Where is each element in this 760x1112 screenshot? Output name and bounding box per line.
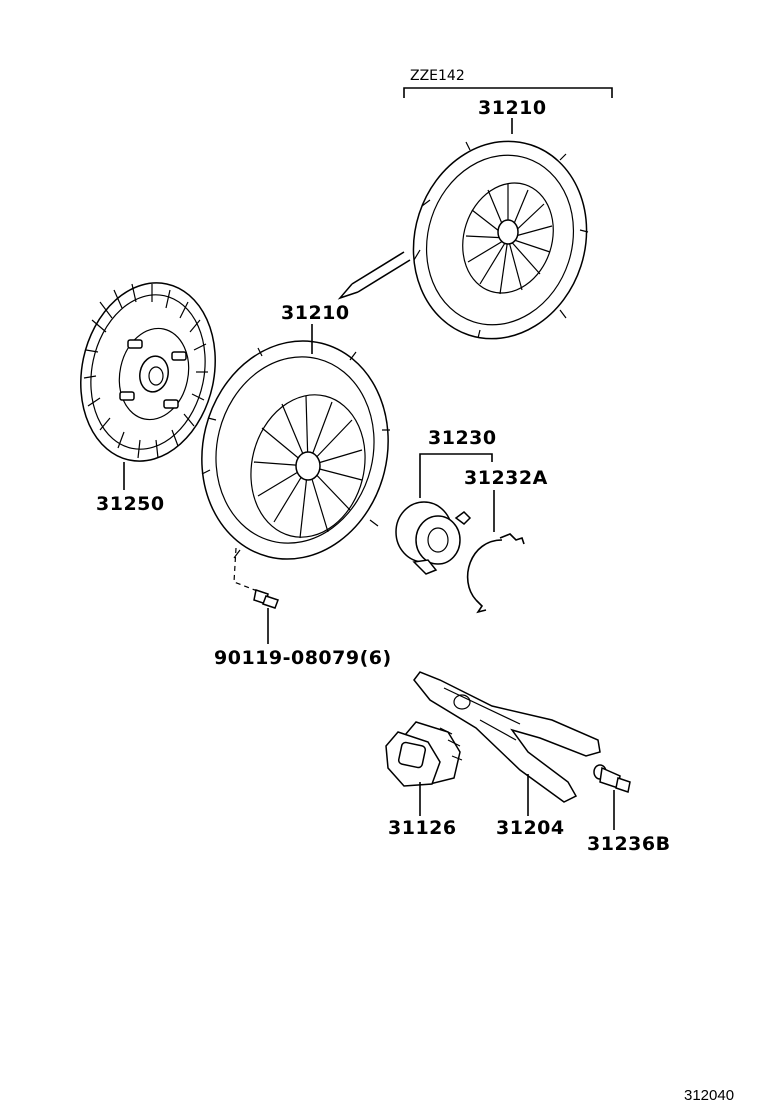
label-pivot: 31236B (587, 833, 671, 855)
label-cover-top: 31210 (478, 97, 547, 119)
figure-reference: 312040 (684, 1087, 734, 1104)
clutch-disc[interactable] (65, 270, 232, 474)
release-fork[interactable] (413, 671, 601, 803)
label-boot: 31126 (388, 817, 457, 839)
label-bolt: 90119-08079(6) (214, 647, 392, 669)
pivot-stud[interactable] (593, 764, 631, 793)
label-fork: 31204 (496, 817, 565, 839)
label-bearing: 31230 (428, 427, 497, 449)
pressure-plate-top[interactable] (388, 119, 611, 362)
leader-bearing (419, 453, 493, 498)
substitution-arrow (337, 251, 411, 300)
label-cover-main: 31210 (281, 302, 350, 324)
label-disc: 31250 (96, 493, 165, 515)
variant-bracket: ZZE142 (403, 68, 613, 98)
retaining-clip[interactable] (466, 533, 525, 614)
label-clip: 31232A (464, 467, 548, 489)
release-fork-boot[interactable] (385, 721, 463, 787)
release-bearing[interactable] (395, 501, 472, 575)
pressure-plate-main[interactable] (179, 321, 411, 579)
bolt[interactable] (233, 547, 279, 609)
variant-label: ZZE142 (410, 68, 465, 84)
